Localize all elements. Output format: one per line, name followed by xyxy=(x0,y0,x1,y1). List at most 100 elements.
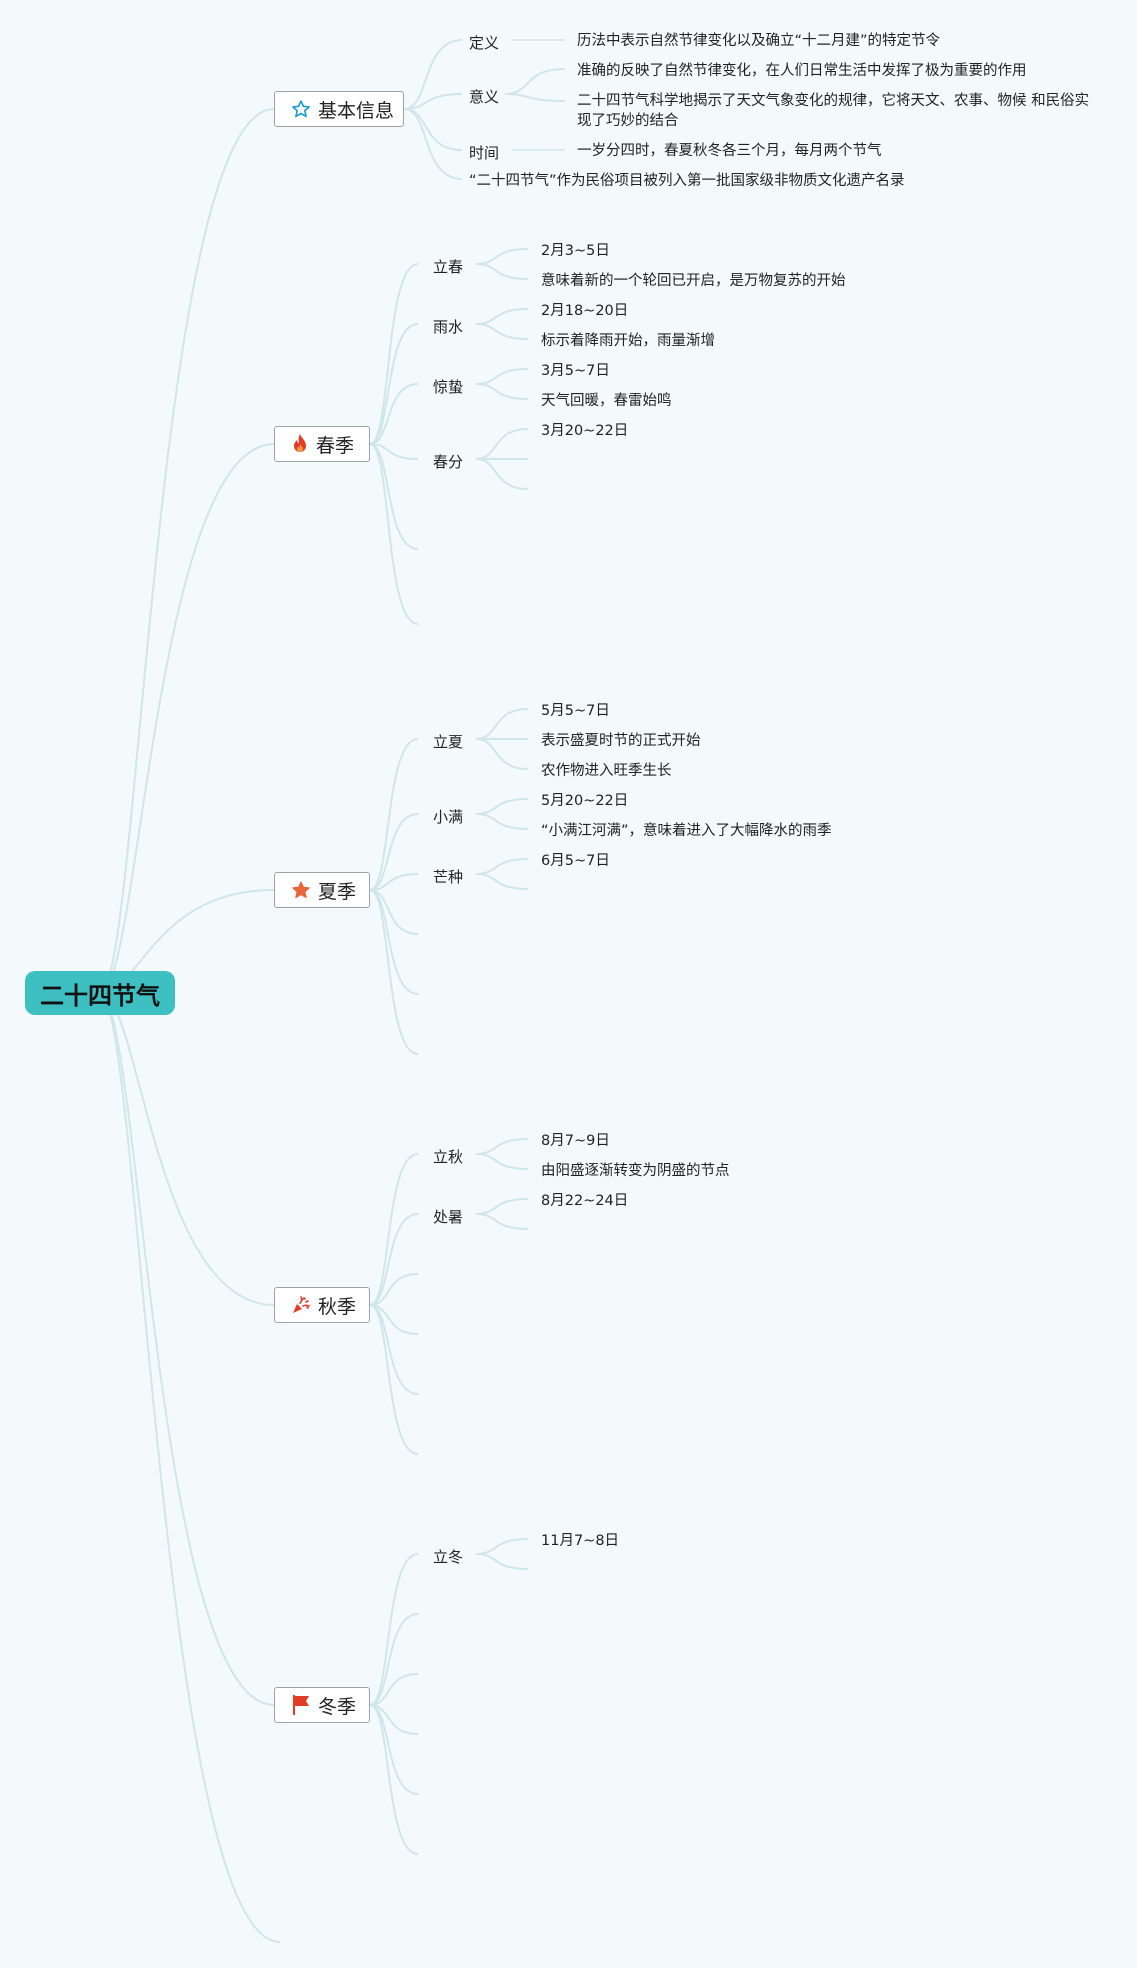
branch-connector xyxy=(403,93,463,110)
branch-connector xyxy=(369,1704,419,1855)
leaf-jingzhe-date[interactable]: 3月5~7日 xyxy=(541,363,610,379)
branch-connector xyxy=(369,889,419,1055)
branch-label: 冬季 xyxy=(318,1695,357,1718)
branch-spring[interactable]: 春季 xyxy=(274,426,370,462)
leaf-lidong-date[interactable]: 11月7~8日 xyxy=(541,1533,620,1549)
root-connector xyxy=(99,992,275,1306)
leaf-lixia-date[interactable]: 5月5~7日 xyxy=(541,703,610,719)
branch-connector xyxy=(369,1213,419,1306)
branch-label: 春季 xyxy=(316,434,355,457)
branch-connector xyxy=(369,889,419,995)
leaf-jingzhe-desc[interactable]: 天气回暖，春雷始鸣 xyxy=(541,393,672,409)
node-yushui[interactable]: 雨水 xyxy=(433,318,464,336)
node-xiaoman[interactable]: 小满 xyxy=(433,808,464,826)
branch-winter[interactable]: 冬季 xyxy=(274,1687,370,1723)
branch-label: 夏季 xyxy=(318,880,357,903)
branch-connector xyxy=(369,443,419,460)
leaf-chunfen-date[interactable]: 3月20~22日 xyxy=(541,423,629,439)
branch-connector xyxy=(369,1673,419,1706)
leaf-time-text[interactable]: 一岁分四时，春夏秋冬各三个月，每月两个节气 xyxy=(577,143,882,159)
leaf-connector xyxy=(475,428,529,460)
leaf-connector xyxy=(475,263,529,280)
star-outline-icon xyxy=(292,100,310,118)
branch-label: 秋季 xyxy=(318,1295,357,1318)
leaf-connector xyxy=(504,68,566,95)
node-heritage[interactable]: “二十四节气”作为民俗项目被列入第一批国家级非物质文化遗产名录 xyxy=(469,173,905,189)
leaf-meaning-2-line2[interactable]: 现了巧妙的结合 xyxy=(577,113,679,129)
leaf-connector xyxy=(475,873,529,890)
leaf-connector xyxy=(475,308,529,325)
branch-connector xyxy=(369,383,419,445)
leaf-connector xyxy=(475,708,529,740)
star-filled-icon xyxy=(292,881,310,899)
leaf-connector xyxy=(475,383,529,400)
branch-connector xyxy=(369,263,419,445)
root-connector xyxy=(99,992,275,1706)
branch-connector xyxy=(369,1613,419,1706)
node-definition[interactable]: 定义 xyxy=(469,34,500,52)
branch-autumn[interactable]: 秋季 xyxy=(274,1287,370,1323)
leaf-yushui-desc[interactable]: 标示着降雨开始，雨量渐增 xyxy=(541,333,715,349)
branch-connector xyxy=(369,323,419,445)
leaf-connector xyxy=(475,858,529,875)
node-time[interactable]: 时间 xyxy=(469,144,500,162)
branch-connector xyxy=(403,108,463,151)
leaf-liqiu-date[interactable]: 8月7~9日 xyxy=(541,1133,610,1149)
leaf-meaning-2-line1[interactable]: 二十四节气科学地揭示了天文气象变化的规律，它将天文、农事、物候 和民俗实 xyxy=(577,93,1090,109)
branch-connector xyxy=(369,889,419,935)
leaf-definition-text[interactable]: 历法中表示自然节律变化以及确立“十二月建”的特定节令 xyxy=(577,33,941,49)
branch-basic-info[interactable]: 基本信息 xyxy=(274,91,404,127)
leaf-connector xyxy=(475,368,529,385)
node-lidong[interactable]: 立冬 xyxy=(433,1548,464,1566)
branch-connector xyxy=(369,1304,419,1395)
branch-label: 基本信息 xyxy=(318,99,395,122)
branch-connector xyxy=(369,443,419,625)
leaf-lixia-desc2[interactable]: 农作物进入旺季生长 xyxy=(541,763,672,779)
leaf-connector xyxy=(475,1153,529,1170)
branch-connector xyxy=(369,1304,419,1335)
leaf-meaning-1[interactable]: 准确的反映了自然节律变化，在人们日常生活中发挥了极为重要的作用 xyxy=(577,63,1027,79)
branch-connector xyxy=(369,1153,419,1306)
node-lixia[interactable]: 立夏 xyxy=(433,733,464,751)
leaf-connector xyxy=(475,813,529,830)
leaf-lichun-desc[interactable]: 意味着新的一个轮回已开启，是万物复苏的开始 xyxy=(541,273,846,289)
branch-connector xyxy=(403,39,463,110)
leaf-connector xyxy=(504,93,566,102)
node-chunfen[interactable]: 春分 xyxy=(433,453,464,471)
branch-connector xyxy=(403,108,463,180)
node-lichun[interactable]: 立春 xyxy=(433,258,464,276)
branch-connector xyxy=(369,1704,419,1735)
node-mangzhong[interactable]: 芒种 xyxy=(433,868,464,886)
leaf-connector xyxy=(475,323,529,340)
node-jingzhe[interactable]: 惊蛰 xyxy=(433,378,464,396)
branch-connector xyxy=(369,813,419,891)
root-connector xyxy=(99,992,281,1943)
leaf-mangzhong-date[interactable]: 6月5~7日 xyxy=(541,853,610,869)
leaf-liqiu-desc[interactable]: 由阳盛逐渐转变为阴盛的节点 xyxy=(541,1163,730,1179)
root-connector xyxy=(99,443,275,994)
leaf-connector xyxy=(475,248,529,265)
leaf-connector xyxy=(475,738,529,770)
branch-connector xyxy=(369,1704,419,1795)
leaf-connector xyxy=(475,458,529,490)
node-liqiu[interactable]: 立秋 xyxy=(433,1148,464,1166)
fire-icon xyxy=(294,434,306,452)
leaf-chushu-date[interactable]: 8月22~24日 xyxy=(541,1193,629,1209)
leaf-xiaoman-desc[interactable]: “小满江河满”，意味着进入了大幅降水的雨季 xyxy=(541,823,832,839)
branch-connector xyxy=(369,1273,419,1306)
leaf-connector xyxy=(475,1553,529,1570)
node-meaning[interactable]: 意义 xyxy=(469,88,500,106)
branch-connector xyxy=(369,738,419,891)
branch-connector xyxy=(369,443,419,550)
leaf-connector xyxy=(475,1198,529,1215)
node-chushu[interactable]: 处暑 xyxy=(433,1208,464,1226)
leaf-lixia-desc1[interactable]: 表示盛夏时节的正式开始 xyxy=(541,733,701,749)
red-flag-icon xyxy=(293,1695,309,1715)
branch-connector xyxy=(369,1304,419,1455)
leaf-xiaoman-date[interactable]: 5月20~22日 xyxy=(541,793,629,809)
leaf-yushui-date[interactable]: 2月18~20日 xyxy=(541,303,629,319)
branch-connector xyxy=(369,873,419,891)
leaf-lichun-date[interactable]: 2月3~5日 xyxy=(541,243,610,259)
branch-summer[interactable]: 夏季 xyxy=(274,872,370,908)
root-node[interactable]: 二十四节气 xyxy=(25,971,175,1015)
